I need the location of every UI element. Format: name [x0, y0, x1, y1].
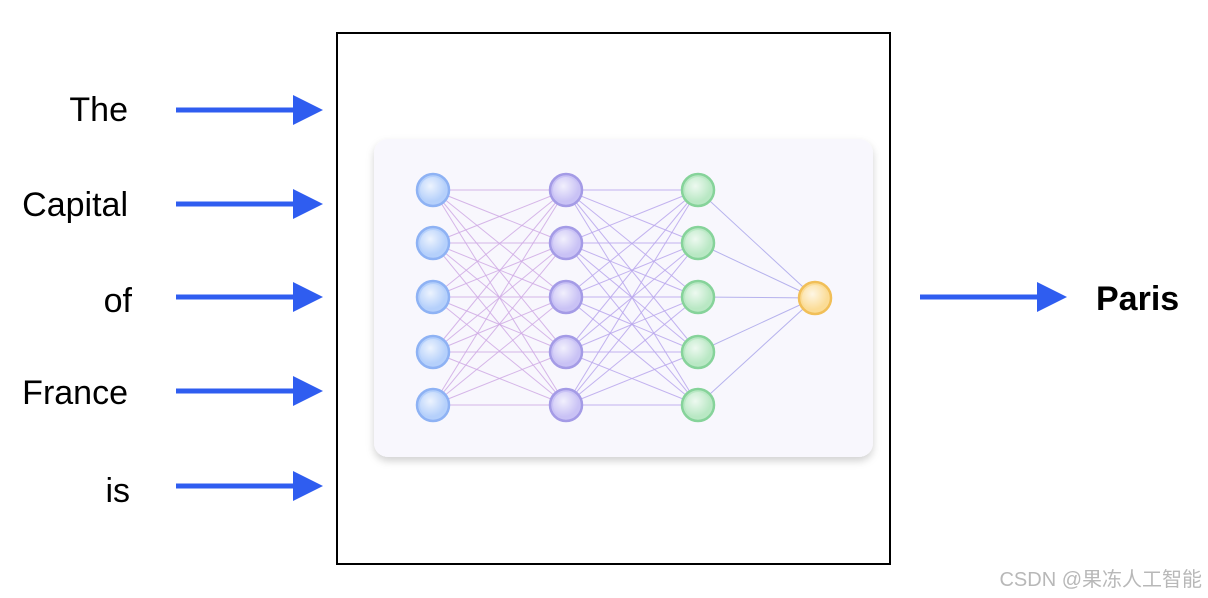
node-l2-0 [680, 172, 716, 208]
node-l1-4 [548, 387, 584, 423]
node-l1-2 [548, 279, 584, 315]
input-word-of: of [103, 282, 132, 320]
node-highlight [685, 177, 711, 203]
edge-l1-4-3 [565, 351, 699, 406]
node-highlight [420, 284, 446, 310]
input-word-capital: Capital [22, 186, 128, 224]
input-word-is: is [105, 472, 130, 510]
edge-l2-0-0 [697, 189, 816, 299]
edge-l0-4-2 [432, 296, 567, 406]
network-panel [374, 139, 873, 457]
node-l0-4 [415, 387, 451, 423]
network-nodes [415, 172, 833, 423]
edge-l2-4-0 [697, 297, 816, 406]
node-highlight [553, 230, 579, 256]
node-highlight [685, 339, 711, 365]
node-l0-0 [415, 172, 451, 208]
node-l0-3 [415, 334, 451, 370]
edge-l2-1-0 [697, 242, 816, 299]
node-l1-3 [548, 334, 584, 370]
output-word-paris: Paris [1096, 280, 1180, 318]
edge-l1-4-2 [565, 296, 699, 406]
edge-l0-4-3 [432, 351, 567, 406]
watermark: CSDN @果冻人工智能 [999, 569, 1202, 591]
node-l1-0 [548, 172, 584, 208]
node-highlight [553, 284, 579, 310]
node-highlight [420, 177, 446, 203]
node-highlight [420, 392, 446, 418]
node-l3-0 [797, 280, 833, 316]
edge-l1-4-1 [565, 242, 699, 406]
node-highlight [420, 230, 446, 256]
node-highlight [420, 339, 446, 365]
node-highlight [685, 284, 711, 310]
node-l2-3 [680, 334, 716, 370]
node-highlight [553, 177, 579, 203]
edge-l1-2-1 [565, 242, 699, 298]
edge-l2-2-0 [697, 296, 816, 299]
edge-l2-3-0 [697, 297, 816, 353]
input-word-the: The [69, 91, 128, 129]
edge-l0-3-0 [432, 189, 567, 353]
edge-l1-2-0 [565, 189, 699, 298]
node-l0-1 [415, 225, 451, 261]
node-l0-2 [415, 279, 451, 315]
edge-l1-3-0 [565, 189, 699, 353]
edge-l0-4-1 [432, 242, 567, 406]
input-word-france: France [22, 374, 128, 412]
node-l2-1 [680, 225, 716, 261]
edge-l0-4-0 [432, 189, 567, 406]
edge-l0-2-1 [432, 242, 567, 298]
input-arrows [176, 95, 323, 501]
node-l1-1 [548, 225, 584, 261]
node-highlight [685, 392, 711, 418]
edge-l1-1-0 [565, 189, 699, 244]
node-highlight [685, 230, 711, 256]
node-highlight [802, 285, 828, 311]
node-highlight [553, 339, 579, 365]
edge-l0-1-0 [432, 189, 567, 244]
edge-l0-2-0 [432, 189, 567, 298]
node-l2-2 [680, 279, 716, 315]
node-l2-4 [680, 387, 716, 423]
node-highlight [553, 392, 579, 418]
network-edges [432, 189, 816, 406]
edge-l1-4-0 [565, 189, 699, 406]
